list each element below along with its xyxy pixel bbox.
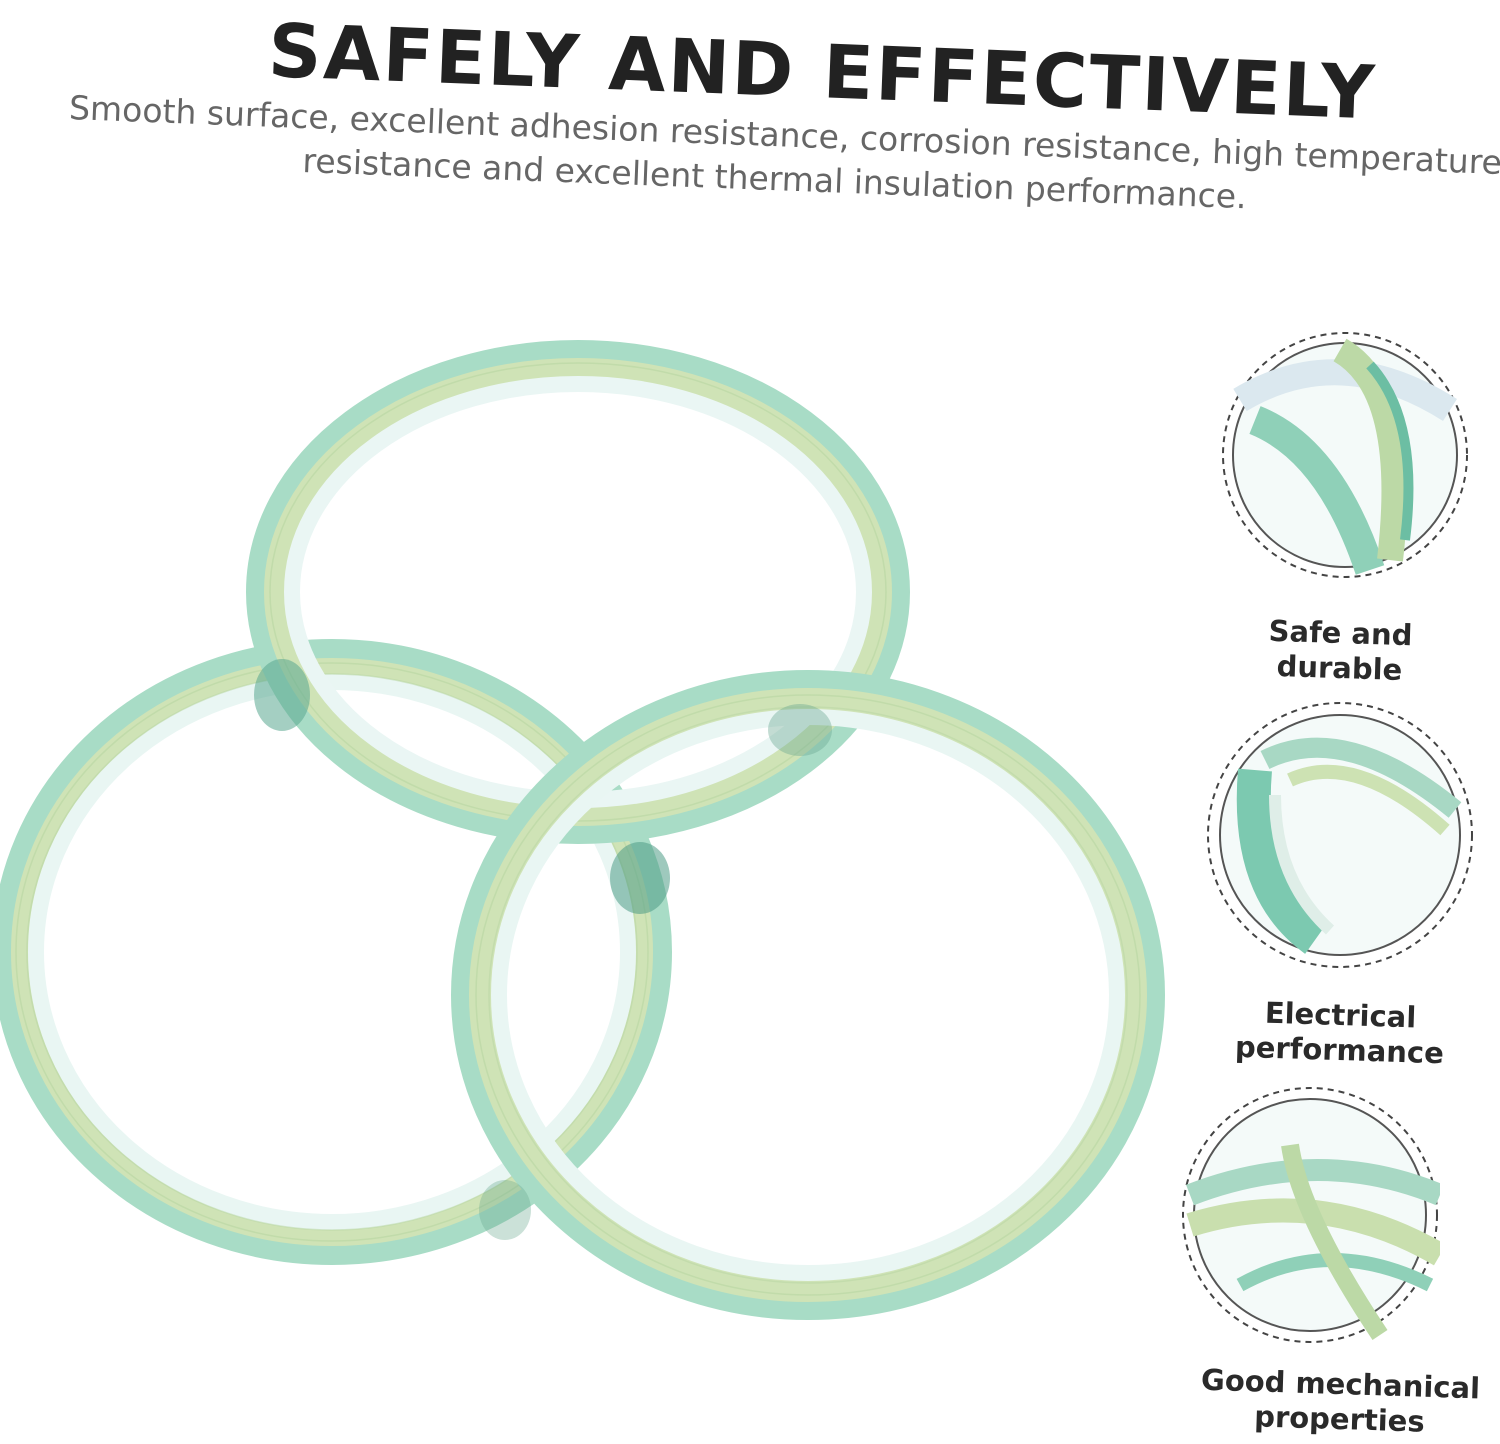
header: SAFELY AND EFFECTIVELY Smooth surface, e… bbox=[0, 0, 1500, 260]
tape-rolls-illustration bbox=[0, 340, 1165, 1320]
detail-closeup-1 bbox=[1222, 332, 1468, 578]
feature-list: Safe and durable Electrical performance bbox=[1180, 320, 1500, 1444]
tape-roll-left bbox=[0, 639, 672, 1265]
tape-roll-right bbox=[451, 670, 1165, 1320]
feature-label-safe-durable: Safe and durable bbox=[1268, 613, 1413, 687]
feature-label-good-mechanical-properties: Good mechanical properties bbox=[1200, 1362, 1481, 1439]
feature-label-electrical-performance: Electrical performance bbox=[1234, 995, 1445, 1071]
product-photo bbox=[0, 330, 1180, 1444]
detail-closeup-3 bbox=[1182, 1087, 1440, 1343]
detail-closeup-2 bbox=[1207, 702, 1473, 968]
